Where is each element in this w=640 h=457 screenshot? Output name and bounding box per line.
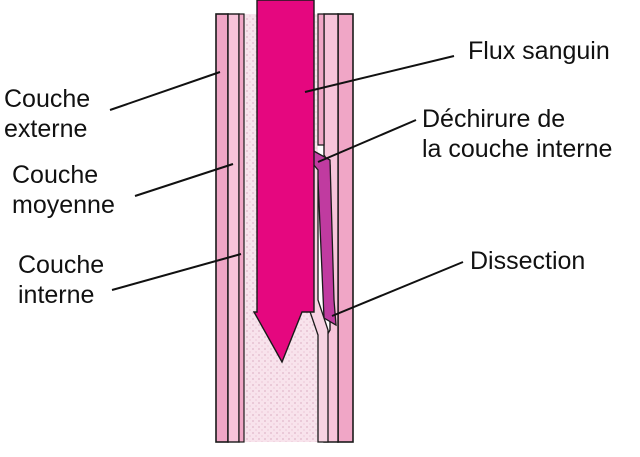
label-couche-interne: Couche interne (18, 251, 105, 309)
label-couche-externe: Couche externe (4, 85, 91, 143)
dissection-channel (299, 149, 337, 327)
pointer-dechirure (317, 119, 417, 163)
label-dechirure: Déchirure de la couche interne (422, 105, 613, 163)
left-outer-layer (215, 13, 229, 443)
left-inner-layer (238, 13, 245, 443)
right-outer-layer (337, 13, 354, 443)
label-flux-sanguin: Flux sanguin (468, 37, 610, 65)
pointer-couche-moyenne (134, 163, 234, 197)
pointer-dissection (331, 261, 464, 317)
blood-flow-arrow (252, 0, 315, 364)
label-couche-moyenne: Couche moyenne (12, 161, 115, 219)
pointer-couche-externe (109, 71, 221, 111)
label-dissection: Dissection (470, 247, 586, 275)
pointer-flux-sanguin (304, 55, 455, 93)
pointer-couche-interne (111, 253, 242, 291)
left-middle-layer (227, 13, 240, 443)
right-inner-layer-upper (317, 13, 325, 146)
